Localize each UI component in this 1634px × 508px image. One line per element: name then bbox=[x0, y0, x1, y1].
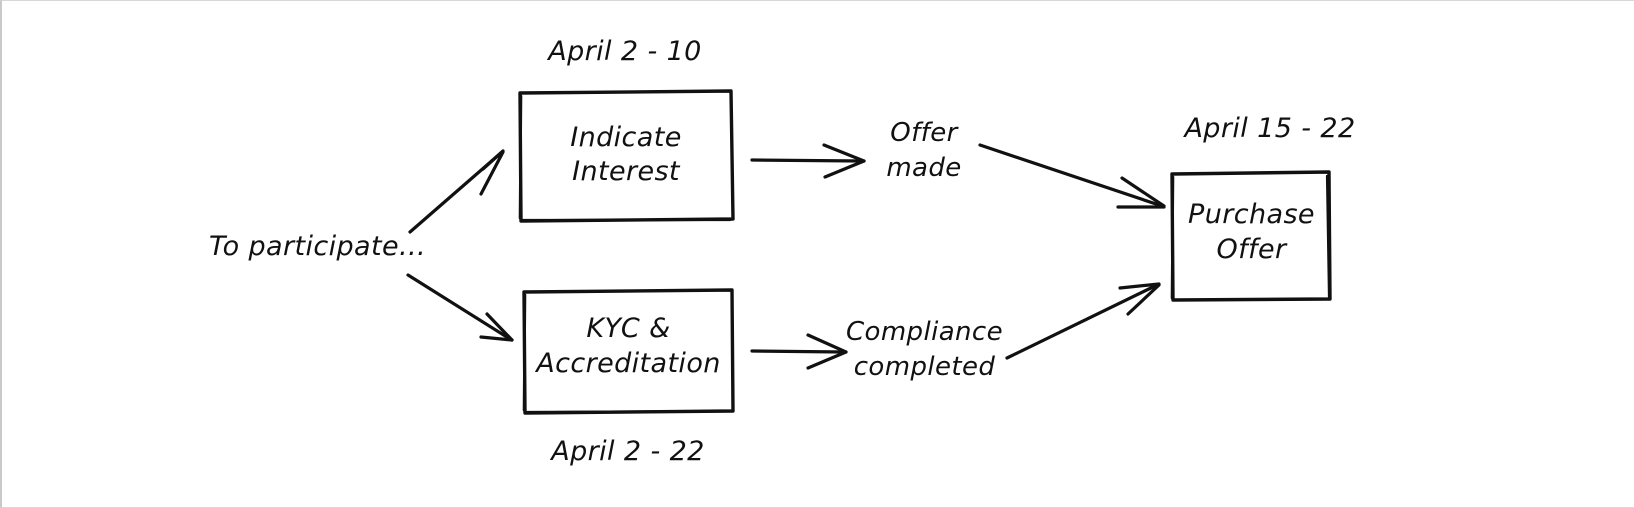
date-label-purchase-offer: April 15 - 22 bbox=[1184, 113, 1356, 144]
date-label-kyc: April 2 - 22 bbox=[551, 436, 705, 467]
node-label-kyc-line2: Accreditation bbox=[536, 348, 721, 379]
edge-label-compliance-completed-line1: Compliance bbox=[845, 317, 1004, 347]
edge-label-offer-made-line2: made bbox=[886, 153, 962, 183]
start-label: To participate... bbox=[209, 231, 426, 262]
node-box-purchase-offer[interactable] bbox=[1170, 170, 1332, 302]
arrow-kyc-to-compliance-completed bbox=[750, 333, 848, 370]
node-label-kyc-line1: KYC & bbox=[586, 313, 671, 344]
node-label-purchase-offer-line2: Offer bbox=[1216, 234, 1287, 265]
node-label-indicate-interest-line1: Indicate bbox=[570, 122, 682, 153]
arrow-start-to-kyc bbox=[406, 273, 514, 342]
edge-label-offer-made-line1: Offer bbox=[890, 118, 958, 148]
node-box-indicate-interest[interactable] bbox=[518, 89, 735, 223]
arrow-start-to-indicate-interest bbox=[408, 149, 505, 234]
arrow-indicate-interest-to-offer-made bbox=[750, 143, 866, 179]
edge-label-compliance-completed-line2: completed bbox=[853, 352, 996, 382]
node-box-kyc-accreditation[interactable] bbox=[522, 288, 735, 415]
arrow-offer-made-to-purchase-offer bbox=[978, 143, 1166, 209]
node-label-indicate-interest-line2: Interest bbox=[572, 156, 680, 187]
arrow-compliance-completed-to-purchase-offer bbox=[1005, 282, 1161, 360]
node-label-purchase-offer-line1: Purchase bbox=[1188, 199, 1315, 230]
date-label-indicate-interest: April 2 - 10 bbox=[548, 36, 702, 67]
